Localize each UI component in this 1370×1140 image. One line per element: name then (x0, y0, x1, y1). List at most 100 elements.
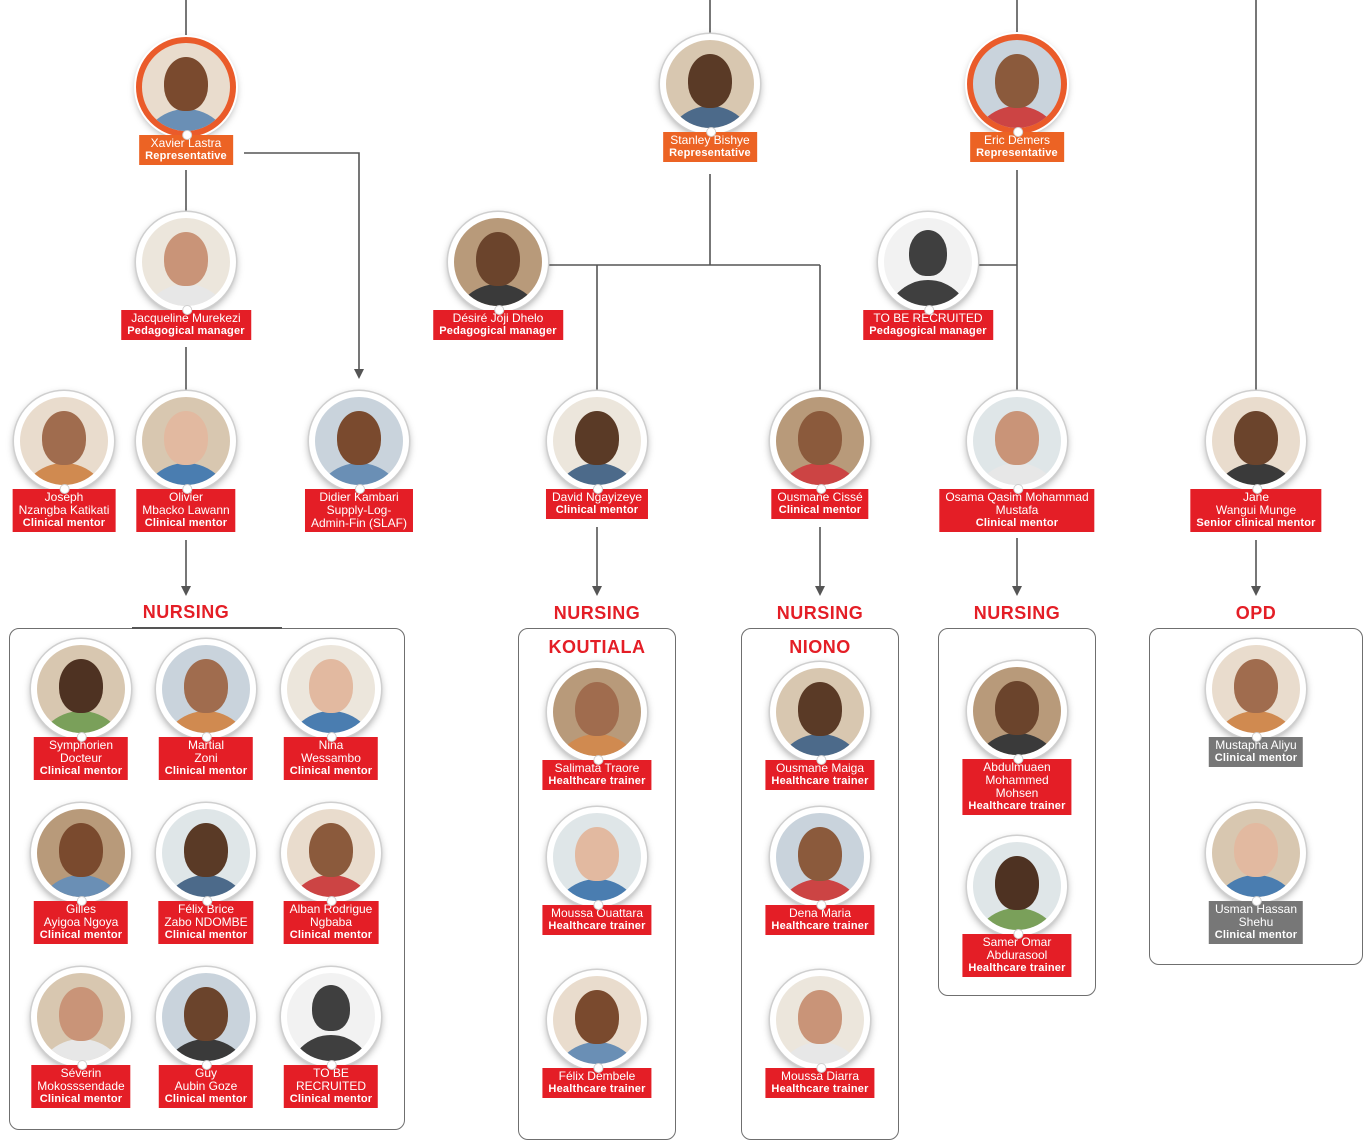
group-subheading: NIONO (789, 637, 851, 657)
person-name: Samer Omar (982, 935, 1052, 949)
person-name: TO BE RECRUITED (873, 311, 983, 325)
heading-underline (132, 627, 282, 629)
group-heading: NURSING (553, 603, 641, 623)
avatar (281, 639, 381, 739)
person-role: Pedagogical manager (127, 325, 245, 337)
avatar (448, 212, 548, 312)
person-role: Healthcare trainer (548, 1083, 646, 1095)
avatar (967, 661, 1067, 761)
person-role: Clinical mentor (164, 929, 248, 941)
person-role: Clinical mentor (975, 517, 1059, 529)
person-name: Joseph (44, 490, 84, 504)
avatar (967, 34, 1067, 134)
person-name: Alban Rodrigue (289, 902, 373, 916)
avatar (547, 807, 647, 907)
avatar (660, 34, 760, 134)
person-name: Aubin Goze (174, 1079, 238, 1093)
person-name: Moussa Diarra (780, 1069, 860, 1083)
person-name: Mokosssendade (37, 1079, 125, 1093)
person-name: Wessambo (301, 751, 361, 765)
avatar (967, 391, 1067, 491)
person-name: Salimata Traore (554, 761, 640, 775)
person-name: Jacqueline Murekezi (131, 311, 241, 325)
group-subheading: KOUTIALA (548, 637, 646, 657)
person-name: Gilles (65, 902, 96, 916)
person-role: Pedagogical manager (439, 325, 557, 337)
avatar (156, 967, 256, 1067)
person-name: Dena Maria (788, 906, 852, 920)
connector-dot (593, 755, 603, 765)
person-role: Clinical mentor (39, 765, 123, 777)
group-heading: NURSING (973, 603, 1061, 623)
person-role: Clinical mentor (164, 765, 248, 777)
connector-dot (326, 896, 337, 906)
person-role: Clinical mentor (289, 1093, 373, 1105)
avatar (136, 37, 236, 137)
person-role: Healthcare trainer (968, 962, 1066, 974)
connector-dot (816, 1063, 826, 1073)
person-name: Nzangba Katikati (18, 503, 110, 517)
person-name: Félix Dembele (558, 1069, 636, 1083)
avatar (770, 391, 870, 491)
connector-dot (181, 305, 192, 315)
person-name: TO BE (313, 1066, 349, 1080)
connector-dot (1013, 754, 1023, 764)
person-name: Didier Kambari (319, 490, 399, 504)
connector-dot (181, 130, 192, 140)
person-role: Clinical mentor (164, 1093, 248, 1105)
person-name: Xavier Lastra (150, 136, 222, 150)
connector-dot (705, 127, 716, 137)
avatar (281, 803, 381, 903)
connector-dot (202, 732, 212, 742)
person-name: Jane (1242, 490, 1270, 504)
avatar (770, 970, 870, 1070)
person-role: Senior clinical mentor (1196, 517, 1316, 529)
person-name: David Ngayizeye (551, 490, 643, 504)
connector-dot (59, 484, 70, 494)
person-role: Healthcare trainer (771, 775, 869, 787)
person-role: Clinical mentor (555, 504, 639, 516)
avatar (1206, 391, 1306, 491)
connector-dot (923, 305, 934, 315)
avatar (136, 391, 236, 491)
person-role: Healthcare trainer (968, 800, 1066, 812)
person-name: Eric Demers (983, 133, 1051, 147)
person-role: Representative (145, 150, 227, 162)
avatar (1206, 639, 1306, 739)
avatar (770, 662, 870, 762)
person-role: Clinical mentor (1214, 929, 1298, 941)
avatar (14, 391, 114, 491)
connector-dot (593, 1063, 603, 1073)
person-role: Clinical mentor (22, 517, 106, 529)
person-name: Désiré Joji Dhelo (452, 311, 544, 325)
group-heading: OPD (1235, 603, 1277, 623)
connector-dot (593, 900, 603, 910)
avatar (31, 639, 131, 739)
connector-dot (202, 1060, 212, 1070)
avatar (967, 836, 1067, 936)
connector-dot (816, 755, 826, 765)
person-name: Supply-Log- (326, 503, 392, 517)
person-name: Zabo NDOMBE (164, 915, 248, 929)
person-name: Symphorien (48, 738, 114, 752)
